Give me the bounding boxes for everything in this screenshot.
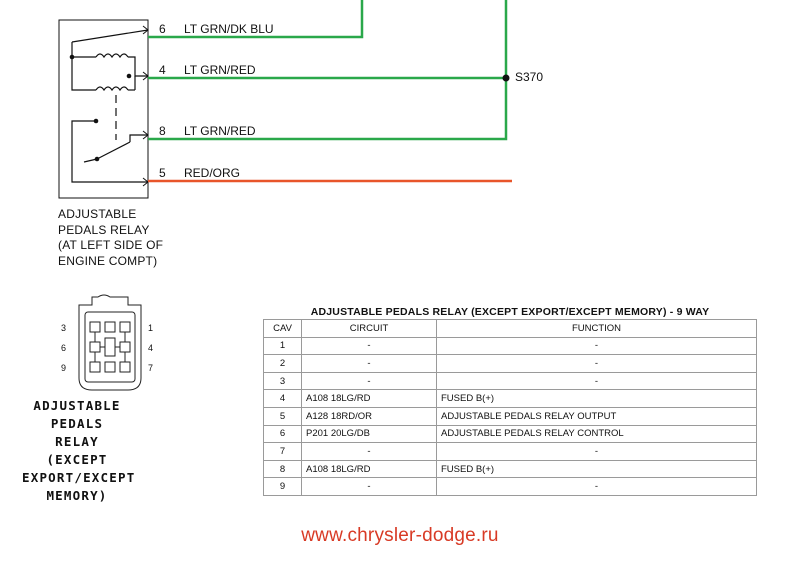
table-row: 7-- <box>263 442 757 461</box>
cell-circuit: - <box>301 336 437 356</box>
wire-label-4: LT GRN/RED <box>184 63 256 77</box>
relay-box <box>58 19 149 199</box>
cavity-label: 9 <box>61 363 66 373</box>
table-row: 9-- <box>263 477 757 496</box>
table-row: 1-- <box>263 336 757 356</box>
connector-title: ADJUSTABLE PEDALS RELAY (EXCEPT EXPORT/E… <box>22 398 136 503</box>
cell-cav: 9 <box>263 477 302 496</box>
cell-circuit: A108 18LG/RD <box>301 459 437 479</box>
relay-coil <box>71 29 149 140</box>
relay-name-label: ADJUSTABLE PEDALS RELAY (AT LEFT SIDE OF… <box>58 207 164 268</box>
cavity-label: 4 <box>148 343 153 353</box>
header-cav: CAV <box>263 319 302 338</box>
coil-junction-dot <box>69 54 75 60</box>
wire-label-5: RED/ORG <box>184 166 240 180</box>
wire-label-8: LT GRN/RED <box>184 124 256 138</box>
watermark-url: www.chrysler-dodge.ru <box>301 525 499 546</box>
cavity-label: 7 <box>148 363 153 373</box>
table-header-row: CAV CIRCUIT FUNCTION <box>263 319 757 338</box>
cell-cav: 2 <box>263 354 302 373</box>
pin-arrows <box>142 25 149 187</box>
wire-pin-8 <box>148 0 508 141</box>
relay-switch <box>71 120 148 183</box>
cavity-label: 3 <box>61 323 66 333</box>
cell-function: - <box>436 442 757 461</box>
pin-number-4: 4 <box>159 63 166 77</box>
wire-label-6: LT GRN/DK BLU <box>184 22 274 36</box>
cavity-label: 1 <box>148 323 153 333</box>
splice-dot <box>502 74 510 82</box>
cell-circuit: - <box>301 371 437 391</box>
pinout-table-title: ADJUSTABLE PEDALS RELAY (EXCEPT EXPORT/E… <box>310 306 710 318</box>
header-circuit: CIRCUIT <box>301 319 437 338</box>
connector-face <box>78 294 142 391</box>
cell-circuit: A128 18RD/OR <box>301 406 437 426</box>
table-row: 2-- <box>263 354 757 373</box>
cell-function: FUSED B(+) <box>436 459 757 479</box>
pin-number-6: 6 <box>159 22 166 36</box>
cell-cav: 4 <box>263 389 302 408</box>
cell-function: - <box>436 371 757 391</box>
cell-circuit: A108 18LG/RD <box>301 389 437 408</box>
cell-function: ADJUSTABLE PEDALS RELAY OUTPUT <box>436 406 757 426</box>
cell-function: FUSED B(+) <box>436 389 757 408</box>
pinout-table-section: ADJUSTABLE PEDALS RELAY (EXCEPT EXPORT/E… <box>263 306 757 496</box>
cell-circuit: - <box>301 477 437 496</box>
cell-function: - <box>436 336 757 356</box>
table-row: 3-- <box>263 371 757 391</box>
wire-pin-6 <box>148 0 364 39</box>
cell-cav: 8 <box>263 459 302 479</box>
cell-function: - <box>436 477 757 496</box>
cell-circuit: - <box>301 442 437 461</box>
cell-circuit: - <box>301 354 437 373</box>
cell-function: ADJUSTABLE PEDALS RELAY CONTROL <box>436 424 757 444</box>
coil-junction-dot <box>126 73 132 79</box>
splice-label: S370 <box>515 70 543 84</box>
header-function: FUNCTION <box>436 319 757 338</box>
cavity-label: 6 <box>61 343 66 353</box>
pin-number-8: 8 <box>159 124 166 138</box>
switch-contact-dot <box>93 118 99 124</box>
cell-cav: 3 <box>263 371 302 391</box>
cell-cav: 5 <box>263 406 302 426</box>
cell-cav: 7 <box>263 442 302 461</box>
pin-number-5: 5 <box>159 166 166 180</box>
cell-function: - <box>436 354 757 373</box>
cell-cav: 6 <box>263 424 302 444</box>
switch-contact-dot <box>94 156 100 162</box>
cell-cav: 1 <box>263 336 302 356</box>
cell-circuit: P201 20LG/DB <box>301 424 437 444</box>
